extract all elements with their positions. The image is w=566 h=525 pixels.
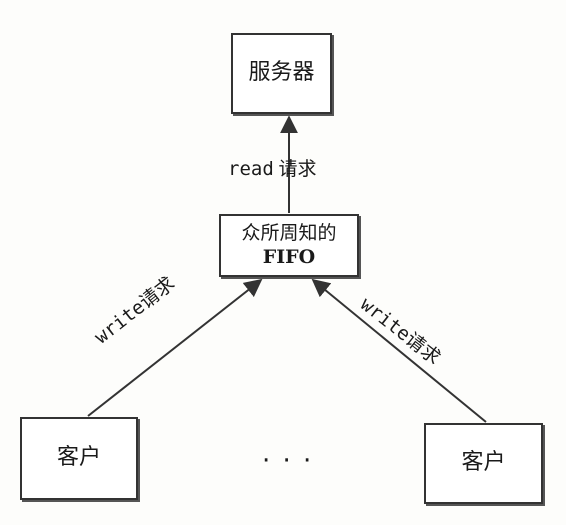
read-verb: read	[228, 158, 274, 180]
more-clients-ellipsis: · · ·	[262, 446, 314, 476]
arrow-client-right-to-fifo	[311, 278, 487, 423]
client-box-left: 客户	[20, 417, 138, 500]
read-request-label: read 请求	[228, 154, 317, 181]
server-box: 服务器	[231, 33, 332, 114]
client-right-label: 客户	[461, 450, 506, 476]
server-label: 服务器	[248, 60, 315, 86]
fifo-label-line2: FIFO	[262, 245, 316, 268]
client-left-label: 客户	[56, 445, 101, 471]
read-noun: 请求	[278, 158, 317, 180]
well-known-fifo-box: 众所周知的 FIFO	[219, 214, 359, 277]
arrow-client-left-to-fifo	[87, 278, 263, 417]
fifo-label-line1: 众所周知的	[241, 221, 337, 244]
client-box-right: 客户	[424, 423, 543, 504]
